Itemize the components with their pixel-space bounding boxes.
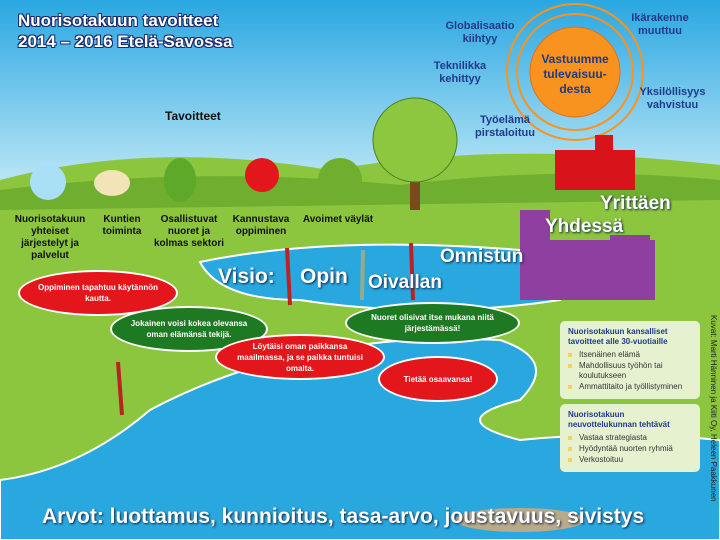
vision-word: Yhdessä (545, 216, 624, 237)
water-drop (30, 164, 66, 200)
school-building (555, 135, 635, 190)
trend-working-life: Työelämä pirstaloituu (475, 114, 535, 139)
vision-word: Onnistun (440, 246, 524, 267)
goal-label: Kannustava oppiminen (232, 214, 290, 237)
national-goals-box: Nuorisotakuun kansalliset tavoitteet all… (560, 321, 700, 399)
speech-bubble: Nuoret olisivat itse mukana niitä järjes… (345, 302, 520, 344)
sun-center-text: Vastuumme tulevaisuu-desta (541, 52, 609, 96)
list-item: Ammattitaito ja työllistyminen (568, 382, 692, 392)
speech-bubble: Löytäisi oman paikkansa maailmassa, ja s… (215, 334, 385, 380)
goal-label: Nuorisotakuun yhteiset järjestelyt ja pa… (14, 214, 86, 261)
goal-label: Osallistuvat nuoret ja kolmas sektori (153, 214, 225, 249)
title-line-1: Nuorisotakuun tavoitteet (18, 11, 219, 30)
goals-heading: Tavoitteet (165, 109, 221, 123)
sprout (164, 158, 196, 202)
goal-label: Avoimet väylät (302, 214, 374, 225)
page-title: Nuorisotakuun tavoitteet 2014 – 2016 Etel… (18, 10, 233, 52)
image-credit: Kuvat: Marti Hänninen ja Kiiti Oy, Helee… (709, 315, 718, 502)
list-item: Mahdollisuus työhön tai koulutukseen (568, 361, 692, 381)
flower (245, 158, 279, 192)
speech-bubble: Tietää osaavansa! (378, 356, 498, 402)
trend-age-structure: Ikärakenne muuttuu (631, 12, 689, 37)
seed (94, 170, 130, 196)
canoe (455, 508, 585, 532)
list-item: Vastaa strategiasta (568, 433, 692, 443)
values-text: Arvot: luottamus, kunnioitus, tasa-arvo,… (42, 505, 645, 528)
box-title: Nuorisotakuun neuvottelukunnan tehtävät (568, 410, 670, 429)
goal-label: Kuntien toiminta (102, 214, 142, 237)
tree (372, 97, 458, 210)
trend-globalisation: Globalisaatio kiihtyy (445, 20, 515, 45)
list-item: Itsenäinen elämä (568, 350, 692, 360)
vision-label: Visio: (218, 265, 275, 288)
sun (506, 3, 644, 141)
trend-technology: Teknilikka kehittyy (433, 60, 487, 85)
vision-word: Oivallan (368, 272, 442, 293)
castle (520, 210, 655, 300)
vision-word: Opin (300, 265, 348, 288)
list-item: Verkostoituu (568, 455, 692, 465)
flowering-bush (318, 158, 362, 202)
vision-word: Yrittäen (600, 193, 671, 214)
committee-tasks-box: Nuorisotakuun neuvottelukunnan tehtävät … (560, 404, 700, 472)
list-item: Hyödyntää nuorten ryhmiä (568, 444, 692, 454)
box-title: Nuorisotakuun kansalliset tavoitteet all… (568, 327, 668, 346)
title-line-2: 2014 – 2016 Etelä-Savossa (18, 32, 233, 51)
trend-individuality: Yksilöllisyys vahvistuu (639, 86, 706, 111)
